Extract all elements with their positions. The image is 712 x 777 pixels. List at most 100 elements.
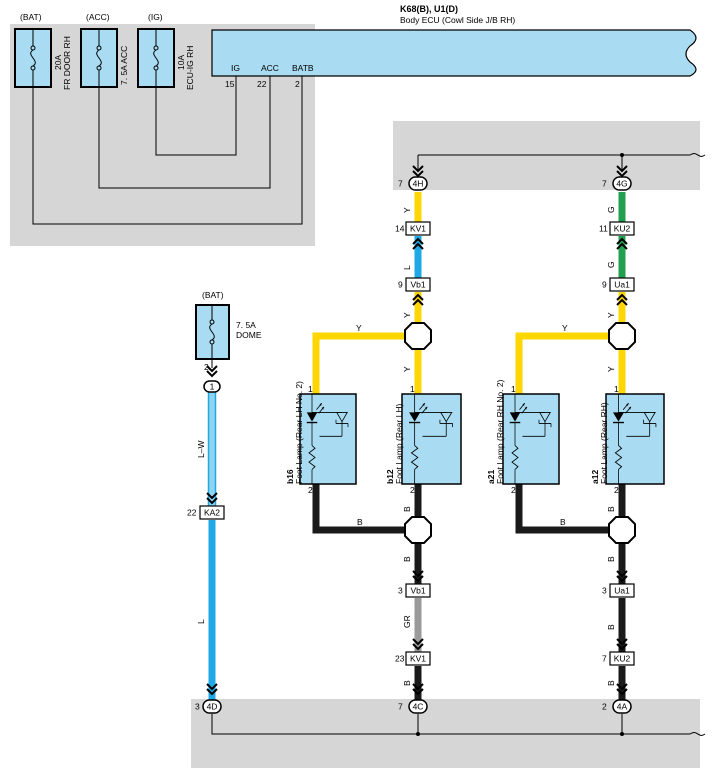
ecu-pin-label-batb: BATB (292, 63, 314, 73)
connector-vb1-bottom: Vb1 3 (398, 583, 431, 598)
svg-text:1: 1 (410, 384, 415, 394)
fuse-1-amp: 20A (53, 55, 63, 70)
svg-text:b12: b12 (385, 469, 395, 484)
ecu-pin-num-acc: 22 (257, 79, 267, 89)
svg-text:1: 1 (308, 384, 313, 394)
fuse-acc: (ACC) 7. 5A ACC (80, 12, 129, 88)
svg-text:G: G (606, 206, 616, 213)
svg-text:B: B (402, 680, 412, 686)
connector-4c-id: 4C (413, 702, 424, 712)
svg-text:Y: Y (562, 323, 568, 333)
svg-text:KU2: KU2 (614, 224, 631, 234)
junction-top-left (404, 322, 432, 350)
svg-text:Y: Y (606, 366, 616, 372)
fuse-3-amp: 10A (176, 55, 186, 70)
svg-text:GR: GR (402, 615, 412, 628)
svg-text:23: 23 (395, 654, 405, 664)
foot-lamp-rear-rh-no2: 1 2 a21 Foot Lamp (Rear RH No. 2) (486, 379, 560, 495)
fuse-fr-door-rh: (BAT) 20A FR DOOR RH (14, 12, 72, 90)
connector-ku2-bottom: KU2 7 (602, 651, 635, 666)
svg-text:KV1: KV1 (410, 224, 426, 234)
fuse-3-source: (IG) (148, 12, 163, 22)
svg-text:2: 2 (511, 485, 516, 495)
ecu-name: Body ECU (Cowl Side J/B RH) (400, 15, 515, 25)
svg-text:Foot Lamp (Rear LH): Foot Lamp (Rear LH) (394, 404, 404, 484)
svg-text:1: 1 (614, 384, 619, 394)
fuse-2-amp: 7. 5A ACC (119, 46, 129, 85)
fuse-2-source: (ACC) (86, 12, 110, 22)
ecu-pin-label-ig: IG (231, 63, 240, 73)
svg-text:Foot Lamp (Rear RH No. 2): Foot Lamp (Rear RH No. 2) (495, 379, 505, 484)
connector-4a-pin: 2 (602, 702, 607, 712)
ecu-pin-num-batb: 2 (295, 79, 300, 89)
svg-text:1: 1 (210, 382, 215, 392)
svg-text:DOME: DOME (236, 330, 262, 340)
fuse-ecu-ig-rh: (IG) 10A ECU-IG RH (137, 12, 195, 90)
svg-text:2: 2 (410, 485, 415, 495)
ecu-pin-num-ig: 15 (225, 79, 235, 89)
junction-bottom-right (608, 516, 636, 544)
svg-text:14: 14 (395, 224, 405, 234)
svg-text:3: 3 (602, 586, 607, 596)
svg-text:2: 2 (614, 485, 619, 495)
svg-text:Y: Y (402, 312, 412, 318)
foot-lamp-rear-lh-no2: 1 2 b16 Foot Lamp (Rear LH No. 2) (285, 381, 357, 495)
connector-4h: 4H 7 (398, 176, 428, 191)
svg-text:Foot Lamp (Rear LH No. 2): Foot Lamp (Rear LH No. 2) (294, 381, 304, 484)
connector-4a: 4A 2 (602, 699, 632, 714)
fuse-dome: (BAT) 7. 5A DOME 2 1 (195, 290, 262, 393)
bottom-bus-line (211, 714, 706, 736)
connector-4d-id: 4D (207, 702, 218, 712)
connector-4d: 4D 3 (195, 699, 222, 714)
svg-text:1: 1 (511, 384, 516, 394)
internal-fuse-wiring (32, 76, 303, 225)
svg-text:B: B (560, 517, 566, 527)
svg-text:Y: Y (402, 207, 412, 213)
svg-text:Y: Y (356, 323, 362, 333)
svg-text:2: 2 (204, 362, 209, 372)
svg-text:(BAT): (BAT) (202, 290, 224, 300)
fuse-1-name: FR DOOR RH (62, 36, 72, 90)
fuse-1-source: (BAT) (20, 12, 42, 22)
svg-text:B: B (606, 556, 616, 562)
svg-text:B: B (606, 506, 616, 512)
svg-text:9: 9 (398, 280, 403, 290)
connector-4h-id: 4H (413, 179, 424, 189)
connector-ku2-top: KU2 11 (599, 221, 635, 236)
svg-text:Foot Lamp (Rear RH): Foot Lamp (Rear RH) (599, 402, 609, 484)
svg-text:3: 3 (398, 586, 403, 596)
svg-text:a21: a21 (486, 470, 496, 484)
svg-text:Vb1: Vb1 (410, 280, 425, 290)
connector-4a-id: 4A (617, 702, 628, 712)
svg-text:B: B (606, 624, 616, 630)
svg-text:22: 22 (187, 508, 197, 518)
junction-top-right (608, 322, 636, 350)
svg-text:2: 2 (308, 485, 313, 495)
foot-lamp-rear-rh: 1 2 a12 Foot Lamp (Rear RH) (590, 384, 665, 495)
foot-lamp-rear-lh: 1 2 b12 Foot Lamp (Rear LH) (385, 384, 462, 495)
ecu-pin-label-acc: ACC (261, 63, 279, 73)
svg-text:B: B (357, 517, 363, 527)
connector-4g: 4G 7 (602, 176, 632, 191)
svg-text:B: B (606, 680, 616, 686)
svg-text:L: L (402, 265, 412, 270)
svg-text:7: 7 (602, 654, 607, 664)
svg-text:KV1: KV1 (410, 654, 426, 664)
top-bus-line (418, 153, 706, 157)
svg-text:Ua1: Ua1 (614, 586, 630, 596)
svg-text:Vb1: Vb1 (410, 586, 425, 596)
connector-ua1-bottom: Ua1 3 (602, 583, 635, 598)
svg-text:a12: a12 (590, 470, 600, 484)
svg-text:Y: Y (402, 366, 412, 372)
connector-4d-pin: 3 (195, 702, 200, 712)
connector-kv1-top: KV1 14 (395, 221, 431, 236)
connector-4h-pin: 7 (398, 179, 403, 189)
wire-labels: Y L Y Y Y G G Y Y Y L–W L B B B GR B B B… (196, 206, 616, 686)
svg-text:11: 11 (599, 224, 608, 234)
connector-4g-pin: 7 (602, 179, 607, 189)
connector-4c: 4C 7 (398, 699, 428, 714)
svg-text:7. 5A: 7. 5A (236, 320, 256, 330)
connector-ka2: KA2 22 (187, 505, 225, 520)
svg-text:L: L (196, 619, 206, 624)
svg-text:B: B (402, 506, 412, 512)
